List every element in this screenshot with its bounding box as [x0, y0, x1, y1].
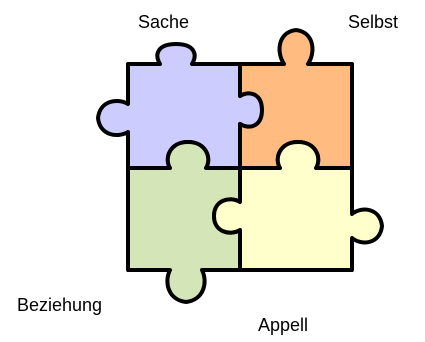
label-selbst: Selbst [348, 13, 398, 31]
label-sache: Sache [138, 13, 189, 31]
label-beziehung: Beziehung [17, 296, 102, 314]
label-appell: Appell [258, 316, 308, 334]
